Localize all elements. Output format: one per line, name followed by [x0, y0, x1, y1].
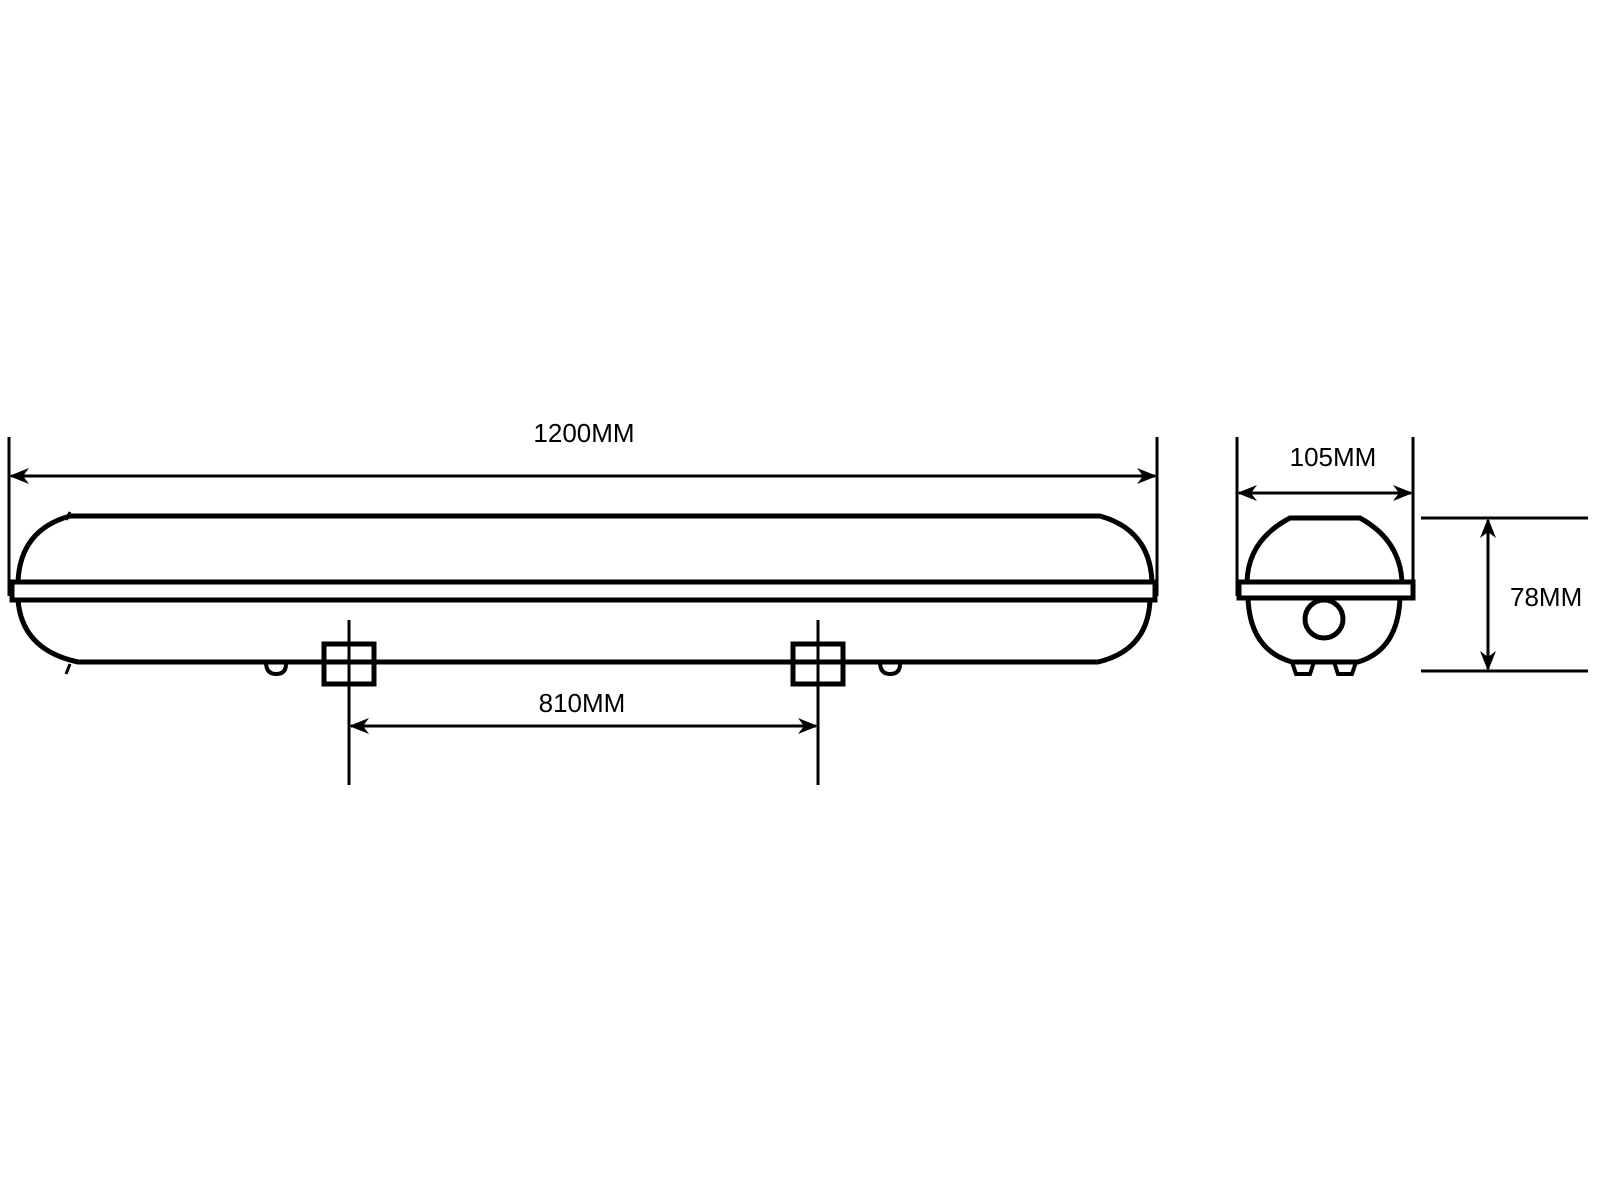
latch-hook-right [878, 661, 902, 677]
end-view: 105MM 78MM [1235, 437, 1588, 676]
height-label: 78MM [1510, 582, 1582, 612]
fixture-lower-housing [15, 599, 1153, 665]
length-label: 1200MM [533, 418, 634, 448]
fixture-rim-band [9, 579, 1158, 603]
end-upper-dome [1244, 515, 1405, 583]
cable-gland [1302, 597, 1346, 641]
end-foot-right [1332, 661, 1358, 676]
width-label: 105MM [1290, 442, 1377, 472]
end-clip-bottom [64, 663, 72, 675]
end-foot-left [1290, 661, 1316, 676]
spacing-label: 810MM [539, 688, 626, 718]
end-clip-top [64, 511, 72, 521]
latch-hook-left [264, 661, 288, 677]
side-view: 1200MM 810MM [7, 418, 1159, 785]
fixture-upper-cover [15, 513, 1155, 583]
end-rim-band [1236, 579, 1416, 601]
end-lower-housing [1245, 597, 1403, 665]
